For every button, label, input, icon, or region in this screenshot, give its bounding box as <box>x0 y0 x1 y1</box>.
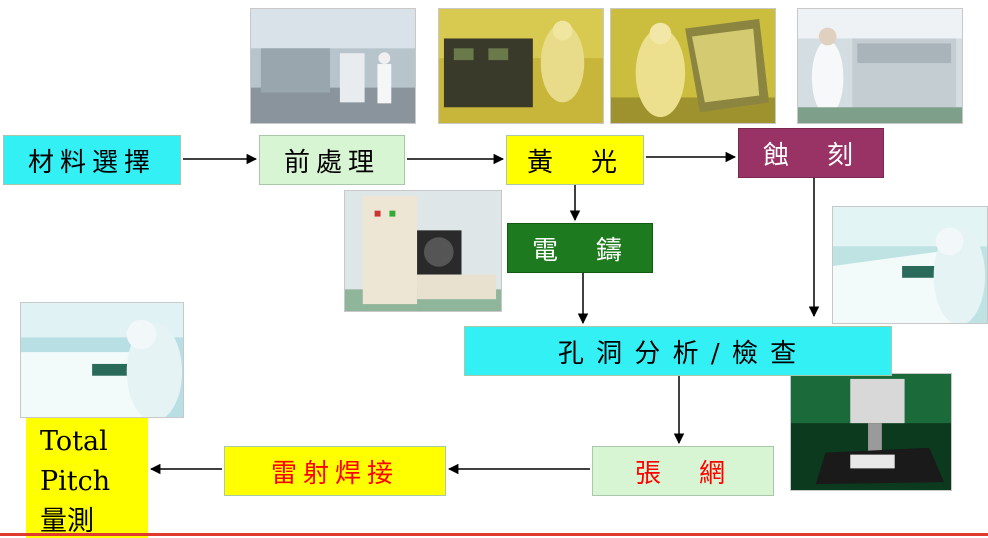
total-pitch-line-1: Total <box>40 426 108 457</box>
electroforming-machine-photo <box>344 190 502 312</box>
inspection-microscope-photo <box>790 373 952 491</box>
laser-welding-box: 雷射焊接 <box>224 446 446 496</box>
etching-box: 蝕 刻 <box>738 128 884 178</box>
material-selection-box: 材料選擇 <box>3 135 181 185</box>
pretreatment-box: 前處理 <box>259 135 405 185</box>
yellow-room-operator-photo <box>610 8 776 124</box>
total-pitch-line-3: 量測 <box>40 506 94 537</box>
total-pitch-line-2: Pitch <box>40 466 111 497</box>
aperture-inspection-box: 孔 洞 分 析 / 檢 查 <box>464 326 892 376</box>
yellow-room-machine-photo <box>438 8 604 124</box>
inspection-cleanroom-photo-right <box>832 206 988 324</box>
cleanroom-pretreatment-photo <box>250 8 416 124</box>
electroforming-box: 電 鑄 <box>507 223 653 273</box>
bottom-accent-line <box>0 533 988 536</box>
etching-machine-photo <box>797 8 963 124</box>
total-pitch-box: Total Pitch 量測 <box>26 418 148 538</box>
photolithography-box: 黃 光 <box>506 135 644 185</box>
measurement-cleanroom-photo-left <box>20 302 184 418</box>
stretching-box: 張 網 <box>592 446 774 496</box>
